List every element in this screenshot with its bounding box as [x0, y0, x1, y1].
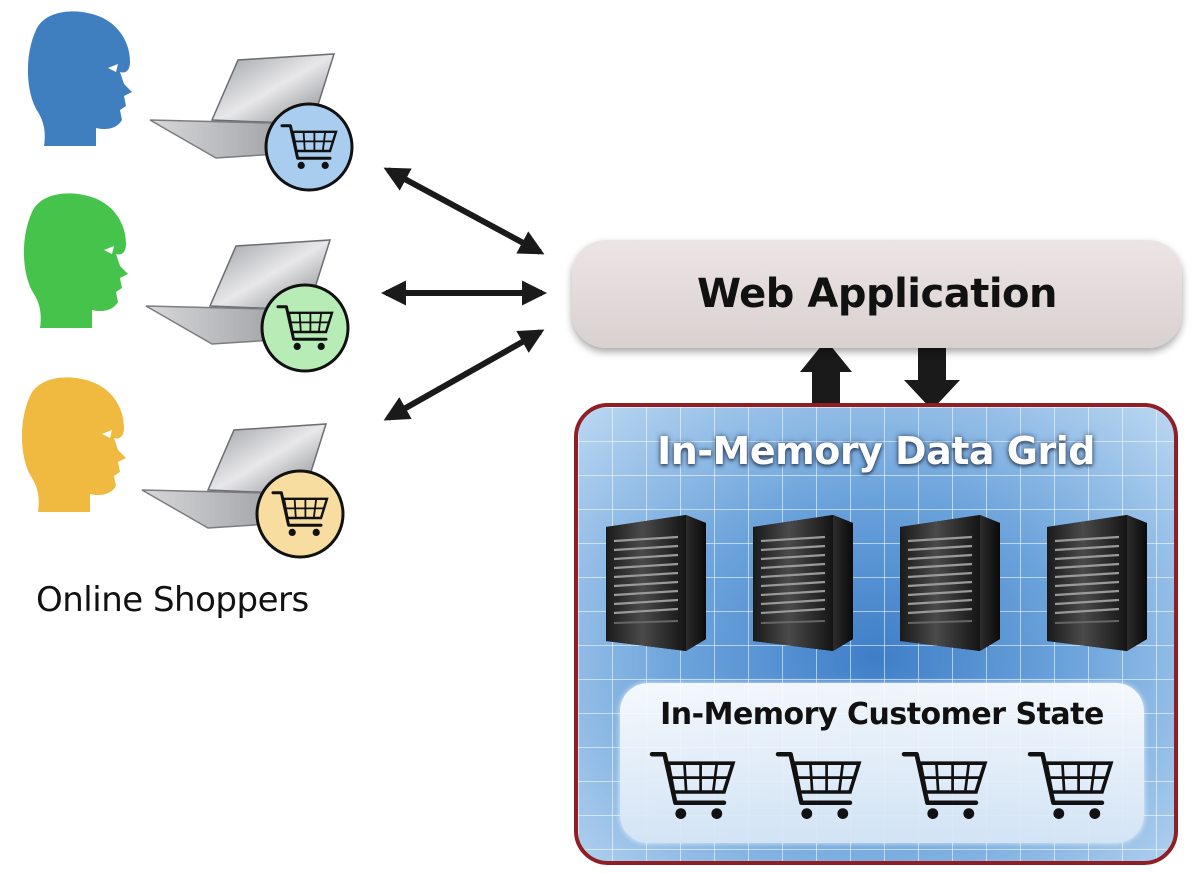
server-tower-icon	[1047, 515, 1147, 651]
shopper-2	[23, 193, 350, 373]
server-tower-icon	[900, 515, 1000, 651]
head-silhouette-icon	[23, 193, 128, 328]
cart-row	[620, 741, 1144, 841]
server-tower-icon	[753, 515, 853, 651]
in-memory-data-grid: In-Memory Data Grid In-Memory Customer S…	[574, 403, 1178, 865]
server-tower-icon	[606, 515, 706, 651]
shopping-cart-icon	[652, 754, 733, 819]
shopping-cart-icon	[1030, 754, 1111, 819]
shopper-1	[27, 11, 354, 192]
server-row	[606, 515, 1147, 651]
shopping-cart-icon	[778, 754, 859, 819]
down-arrow-icon	[904, 348, 960, 410]
data-grid-title: In-Memory Data Grid	[657, 429, 1095, 473]
customer-state-box: In-Memory Customer State	[620, 683, 1144, 843]
shopper-3	[21, 377, 345, 559]
customer-state-title: In-Memory Customer State	[660, 697, 1104, 732]
double-arrow-icon	[383, 329, 545, 421]
connection-arrows	[380, 167, 548, 421]
shopping-cart-icon	[904, 754, 985, 819]
double-arrow-icon	[383, 167, 545, 255]
head-silhouette-icon	[27, 11, 132, 146]
grid-arrows	[800, 340, 960, 410]
cart-badge	[255, 469, 345, 559]
online-shoppers-label: Online Shoppers	[36, 580, 309, 620]
up-arrow-icon	[800, 340, 852, 404]
cart-badge	[260, 283, 350, 373]
web-application-box: Web Application	[572, 240, 1182, 348]
web-application-label: Web Application	[696, 271, 1058, 317]
cart-badge	[264, 102, 354, 192]
head-silhouette-icon	[21, 377, 126, 512]
